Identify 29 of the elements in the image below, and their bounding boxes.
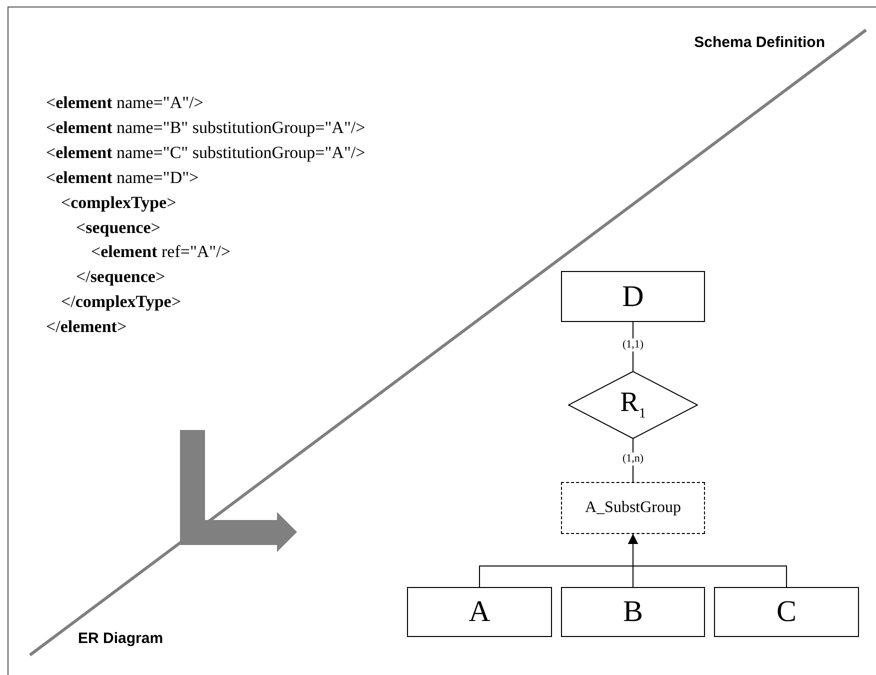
code-line: <element name="B" substitutionGroup="A"/>	[46, 118, 366, 138]
entity-name: D	[622, 280, 644, 314]
group-box	[561, 482, 705, 534]
entity-name: A	[468, 595, 490, 629]
relationship-diamond	[568, 371, 698, 439]
connector-line	[632, 322, 634, 372]
code-line: </complexType>	[61, 292, 181, 312]
code-line: <complexType>	[61, 192, 176, 213]
entity-box	[407, 587, 552, 637]
entity-box	[714, 587, 859, 637]
code-line: <element name="A"/>	[46, 93, 204, 113]
code-line: </element>	[46, 317, 127, 338]
cardinality-label: (1,1)	[621, 338, 645, 351]
code-line: <element name="D">	[46, 168, 199, 188]
entity-box	[561, 271, 705, 322]
code-line: <sequence>	[76, 218, 160, 238]
section-heading: Schema Definition	[693, 34, 825, 51]
code-line: <element ref="A"/>	[91, 242, 230, 262]
relationship-name: R$_{1}$	[620, 387, 646, 423]
cardinality-label: (1,n)	[621, 452, 645, 465]
arrow	[479, 534, 638, 588]
entity-box	[561, 587, 705, 637]
code-line: </sequence>	[76, 267, 166, 288]
code-line: <element name="C" substitutionGroup="A"/>	[46, 142, 366, 163]
connector-line	[632, 438, 634, 482]
entity-name: B	[622, 595, 643, 629]
entity-name: C	[776, 595, 796, 629]
group-name: A_SubstGroup	[584, 499, 681, 517]
section-heading: ER Diagram	[78, 630, 164, 647]
